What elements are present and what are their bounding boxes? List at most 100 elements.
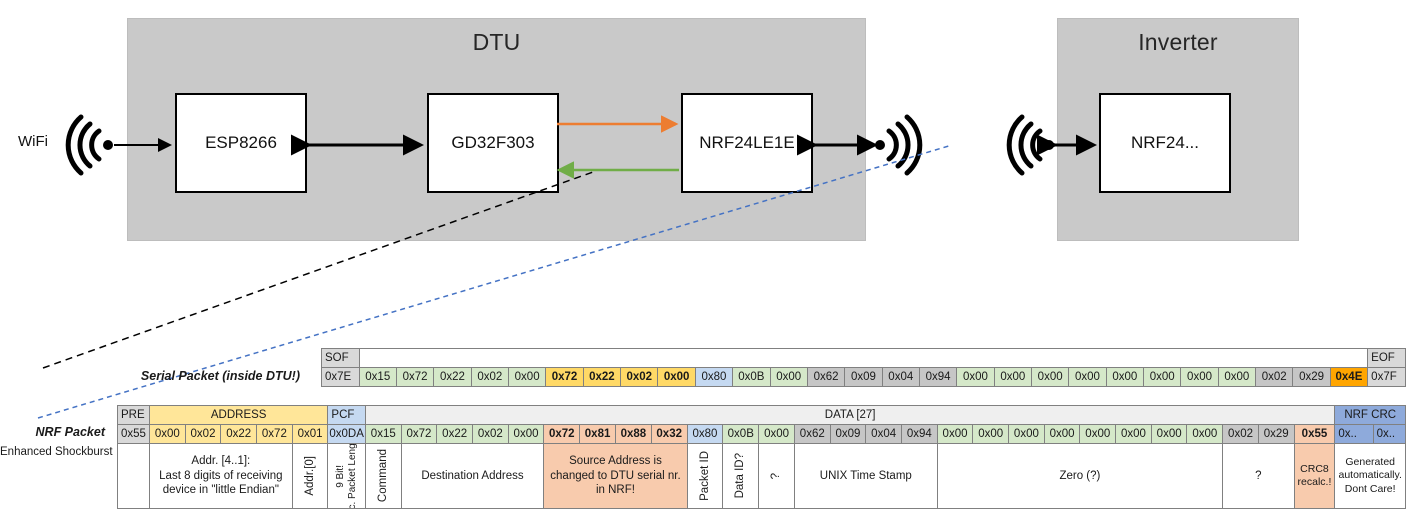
- nrf-packet-byte: 0x29: [1257, 424, 1295, 444]
- note-command: Command: [364, 443, 402, 509]
- nrf-pre-header: PRE: [117, 405, 150, 425]
- nrf-address-byte: 0x01: [291, 424, 329, 444]
- nrf-packet-byte: 0x80: [686, 424, 724, 444]
- nrf-packet-byte: 0x00: [1043, 424, 1081, 444]
- nrf-packet-byte: 0x00: [1008, 424, 1045, 444]
- note-nrf-crc-text: Generated automatically. Dont Care!: [1338, 456, 1402, 495]
- nrf-packet-byte: 0x15: [364, 424, 402, 444]
- nrf-packet-label: NRF Packet: [35, 425, 105, 439]
- note-address: Addr. [4..1]: Last 8 digits of receiving…: [148, 443, 293, 509]
- note-data-id: Data ID?: [722, 443, 760, 509]
- nrf-packet-byte: 0x62: [793, 424, 831, 444]
- nrf-packet-byte: 0x09: [829, 424, 867, 444]
- nrf-address-byte: 0x72: [256, 424, 293, 444]
- note-unknown-1-text: ?: [770, 472, 783, 480]
- serial-packet-byte: 0x00: [1105, 367, 1145, 387]
- note-pcf-bits: 9 Bit!: [335, 464, 347, 488]
- nrf-packet-byte: 0x00: [936, 424, 974, 444]
- nrf-packet-byte: 0x00: [972, 424, 1010, 444]
- nrf-pcf-value: 0x0DA: [327, 424, 366, 444]
- note-addr0: Addr.[0]: [291, 443, 329, 509]
- note-unknown-1: ?: [758, 443, 795, 509]
- nrf-packet-byte: 0x55: [1293, 424, 1336, 444]
- note-packet-id-text: Packet ID: [698, 451, 711, 501]
- serial-header-spacer: [358, 348, 1369, 368]
- note-unknown-2: ?: [1222, 443, 1295, 509]
- note-data-id-text: Data ID?: [734, 453, 747, 499]
- nrf-packet-sublabel: Enhanced Shockburst: [0, 446, 113, 458]
- serial-packet-byte: 0x00: [1068, 367, 1107, 387]
- serial-packet-byte: 0x72: [395, 367, 435, 387]
- serial-sof-header: SOF: [321, 348, 360, 368]
- serial-packet-byte: 0x00: [1142, 367, 1182, 387]
- nrf-packet-byte: 0x88: [614, 424, 652, 444]
- serial-packet-byte: 0x15: [358, 367, 397, 387]
- nrf-pcf-header: PCF: [327, 405, 366, 425]
- nrf-packet-byte-row: 0x55 0x00 0x02 0x22 0x72 0x01 0x0DA 0x15…: [117, 424, 1406, 444]
- chip-nrf24-label: NRF24...: [1130, 133, 1200, 152]
- serial-packet-byte: 0x02: [1255, 367, 1294, 387]
- nrf-address-byte: 0x00: [148, 424, 186, 444]
- note-command-text: Command: [376, 449, 389, 503]
- serial-packet-byte: 0x22: [582, 367, 622, 387]
- nrf-packet-byte: 0x02: [471, 424, 509, 444]
- nrf-packet-byte: 0x72: [400, 424, 438, 444]
- nrf-data-header: DATA [27]: [364, 405, 1336, 425]
- serial-packet-byte: 0x22: [433, 367, 472, 387]
- inverter-title: Inverter: [1138, 29, 1218, 55]
- serial-packet-byte: 0x09: [844, 367, 883, 387]
- nrf-packet-byte: 0x32: [650, 424, 688, 444]
- nrf-packet-byte: 0x81: [579, 424, 616, 444]
- chip-gd32f303[interactable]: GD32F303: [427, 93, 559, 193]
- serial-packet-byte: 0x4E: [1329, 367, 1369, 387]
- serial-packet-byte: 0x04: [881, 367, 920, 387]
- serial-packet-label: Serial Packet (inside DTU!): [140, 369, 300, 383]
- chip-esp8266[interactable]: ESP8266: [175, 93, 307, 193]
- nrf-packet-byte: 0x72: [543, 424, 581, 444]
- nrf-crc-byte: 0x..: [1334, 424, 1374, 444]
- nrf-address-byte: 0x02: [184, 424, 222, 444]
- note-destination: Destination Address: [400, 443, 545, 509]
- serial-eof-header: EOF: [1367, 348, 1406, 368]
- nrf-packet-table: PRE ADDRESS PCF DATA [27] NRF CRC 0x55 0…: [117, 405, 1406, 509]
- nrf-packet-byte: 0x22: [436, 424, 473, 444]
- serial-packet-byte: 0x94: [918, 367, 958, 387]
- serial-packet-byte: 0x80: [694, 367, 734, 387]
- note-packet-id: Packet ID: [686, 443, 724, 509]
- note-pcf: 9 Bit! Inc. Packet Length: [327, 443, 366, 509]
- nrf-crc-header: NRF CRC: [1334, 405, 1406, 425]
- nrf-crc-byte: 0x..: [1372, 424, 1406, 444]
- chip-nrf24le1e[interactable]: NRF24LE1E: [681, 93, 813, 193]
- serial-packet-byte: 0x02: [620, 367, 659, 387]
- nrf-packet-byte: 0x04: [865, 424, 902, 444]
- serial-packet-byte: 0x00: [1217, 367, 1257, 387]
- note-crc8: CRC8 recalc.!: [1293, 443, 1336, 509]
- serial-packet-header-row: SOF EOF: [321, 348, 1406, 368]
- note-source-text: Source Address is changed to DTU serial …: [550, 455, 681, 497]
- nrf-packet-byte: 0x00: [1079, 424, 1117, 444]
- note-destination-text: Destination Address: [421, 469, 524, 482]
- note-zero-text: Zero (?): [1059, 469, 1101, 482]
- note-nrf-crc: Generated automatically. Dont Care!: [1334, 443, 1406, 509]
- nrf-packet-byte: 0x00: [1186, 424, 1224, 444]
- note-addr0-text: Addr.[0]: [303, 456, 316, 496]
- note-pcf-len: Inc. Packet Length: [347, 443, 359, 509]
- nrf-packet-byte: 0x94: [900, 424, 938, 444]
- serial-packet-byte: 0x62: [806, 367, 846, 387]
- serial-packet-byte: 0x00: [993, 367, 1032, 387]
- nrf-packet-note-row: Addr. [4..1]: Last 8 digits of receiving…: [117, 443, 1406, 509]
- serial-packet-byte: 0x72: [545, 367, 584, 387]
- nrf-packet-header-row: PRE ADDRESS PCF DATA [27] NRF CRC: [117, 405, 1406, 425]
- serial-packet-byte: 0x00: [956, 367, 995, 387]
- chip-nrf24[interactable]: NRF24...: [1099, 93, 1231, 193]
- note-address-text: Addr. [4..1]: Last 8 digits of receiving…: [159, 455, 283, 497]
- nrf-packet-byte: 0x02: [1222, 424, 1259, 444]
- serial-packet-byte: 0x0B: [732, 367, 771, 387]
- serial-packet-byte: 0x00: [507, 367, 547, 387]
- serial-packet-byte: 0x00: [1030, 367, 1070, 387]
- nrf-packet-byte: 0x00: [1150, 424, 1188, 444]
- nrf-pre-value: 0x55: [117, 424, 150, 444]
- serial-packet-byte: 0x02: [470, 367, 509, 387]
